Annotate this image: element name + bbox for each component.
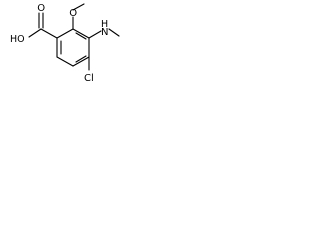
amine-bond-ring-n	[88, 30, 102, 39]
ring-bond-c4-c5	[72, 56, 90, 67]
carboxyl-bond-c-oh	[28, 28, 42, 38]
chlorine-label: Cl	[84, 73, 94, 84]
amine-nitrogen-label: N	[101, 27, 108, 38]
amine-bond-n-ch3	[108, 28, 120, 37]
methoxy-bond-o-ch3	[72, 3, 85, 11]
chemical-structure: O O HO H N Cl	[10, 3, 120, 84]
ring-bond-c1-c2	[56, 28, 74, 39]
aromatic-inner-bond-bottom-right	[75, 55, 87, 63]
aromatic-inner-bond-top-right	[75, 32, 87, 40]
ring-bond-c2-c3	[72, 28, 90, 39]
carbonyl-oxygen-label: O	[37, 3, 45, 14]
carboxylic-hydroxyl-label: HO	[10, 34, 25, 45]
carboxyl-bond-ring-c	[40, 28, 58, 39]
ring-bond-c5-c6	[56, 56, 74, 67]
amine-hydrogen-label: H	[101, 19, 108, 30]
methoxy-oxygen-label: O	[69, 8, 77, 19]
